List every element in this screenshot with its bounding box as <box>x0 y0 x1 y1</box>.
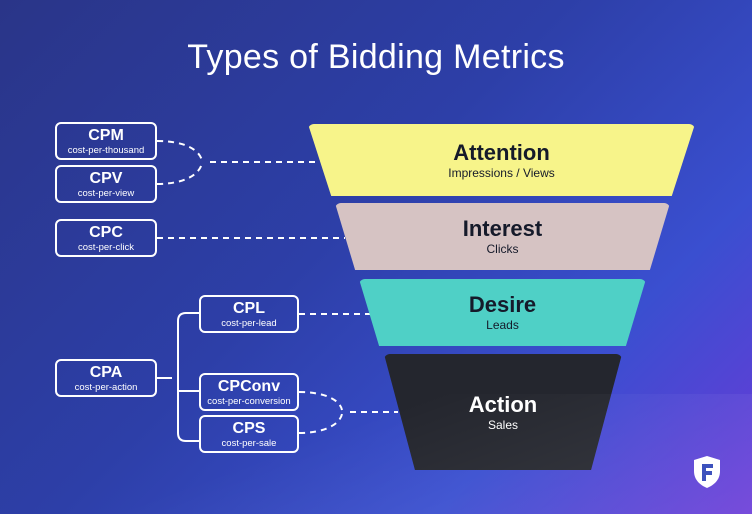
connector-cpa-bracket <box>157 312 199 442</box>
metric-full-name: cost-per-conversion <box>207 395 291 407</box>
metric-abbr: CPA <box>89 363 123 381</box>
metric-abbr: CPM <box>88 126 124 144</box>
connector-cps <box>298 413 343 434</box>
stage-name: Attention <box>453 139 550 165</box>
metric-cpa: CPA cost-per-action <box>55 359 157 397</box>
metric-full-name: cost-per-view <box>77 187 135 199</box>
connector-cpconv <box>298 391 343 411</box>
metric-cps: CPS cost-per-sale <box>199 415 299 453</box>
connector-cpm <box>156 140 203 162</box>
stage-subtitle: Leads <box>486 318 519 332</box>
stage-name: Interest <box>462 216 543 241</box>
metric-abbr: CPS <box>232 419 266 437</box>
metric-full-name: cost-per-lead <box>221 317 277 329</box>
stage-name: Desire <box>468 292 537 317</box>
metric-cpl: CPL cost-per-lead <box>199 295 299 333</box>
shield-logo-icon <box>694 456 720 488</box>
metric-abbr: CPL <box>233 299 265 317</box>
stage-subtitle: Clicks <box>486 242 519 256</box>
metric-cpm: CPM cost-per-thousand <box>55 122 157 160</box>
metric-cpconv: CPConv cost-per-conversion <box>199 373 299 411</box>
metric-cpc: CPC cost-per-click <box>55 219 157 257</box>
funnel-stage-interest: Interest Clicks <box>335 203 670 270</box>
funnel-stage-desire: Desire Leads <box>359 279 646 346</box>
metric-full-name: cost-per-click <box>78 241 134 253</box>
metric-full-name: cost-per-action <box>74 381 138 393</box>
connector-cpv <box>156 162 203 185</box>
stage-subtitle: Sales <box>487 417 519 432</box>
metric-abbr: CPConv <box>217 377 281 395</box>
metric-abbr: CPV <box>89 169 123 187</box>
page-title: Types of Bidding Metrics <box>187 38 565 76</box>
funnel-stage-attention: Attention Impressions / Views <box>308 124 695 196</box>
metric-full-name: cost-per-sale <box>221 437 277 449</box>
metric-full-name: cost-per-thousand <box>67 144 145 156</box>
metric-abbr: CPC <box>89 223 123 241</box>
stage-subtitle: Impressions / Views <box>448 165 555 180</box>
metric-cpv: CPV cost-per-view <box>55 165 157 203</box>
funnel-stage-action: Action Sales <box>384 354 622 470</box>
stage-name: Action <box>468 391 538 417</box>
